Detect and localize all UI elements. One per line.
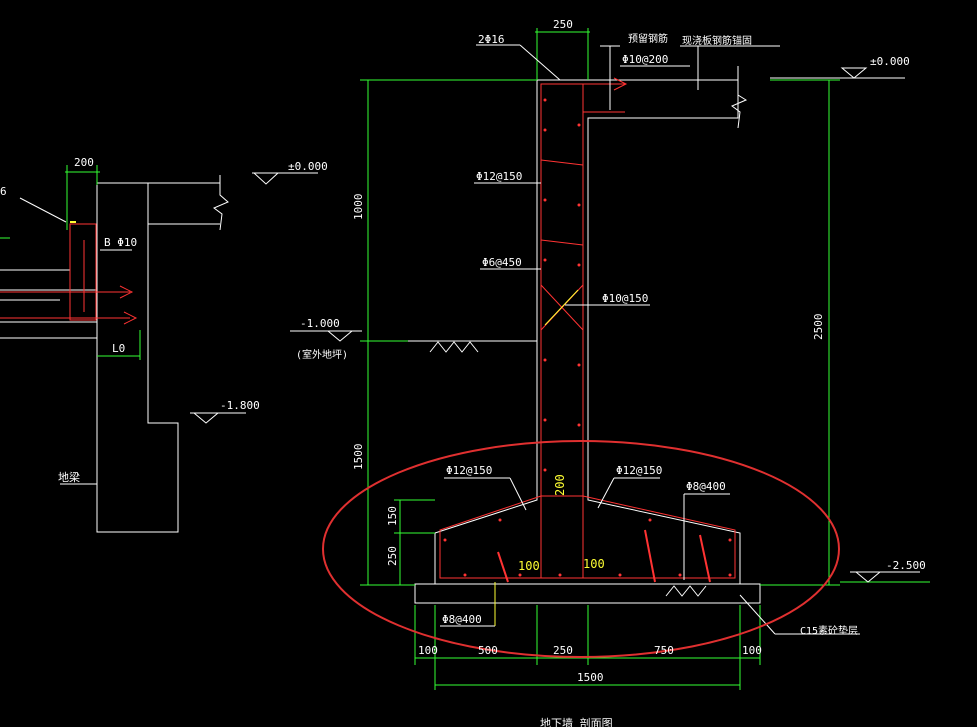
left-elev0-label: ±0.000 — [288, 160, 328, 173]
wall-footing-outline — [434, 79, 741, 585]
left-b-label: B Φ10 — [104, 236, 137, 249]
left-beam-label: 地梁 — [58, 470, 80, 484]
dim-1000: 1000 — [352, 194, 365, 221]
label-phi12-right: Φ12@150 — [616, 464, 662, 477]
label-c15: C15素砼垫层 — [800, 624, 858, 637]
main-labels: 250 2Φ16 预留钢筋 现浇板钢筋锚固 Φ10@200 ±0.000 Φ12… — [296, 18, 926, 727]
label-2phi16: 2Φ16 — [478, 33, 505, 46]
footing-tie-1 — [497, 551, 509, 583]
slab-break-symbol — [731, 66, 748, 129]
ground-hatch-2 — [665, 585, 707, 597]
left-elev180-label: -1.800 — [220, 399, 260, 412]
rebar-dots — [443, 98, 732, 577]
footing-rebar — [439, 495, 736, 579]
rebar-arrow — [613, 77, 628, 91]
leader-phi12-left — [509, 477, 527, 511]
leader-c15 — [739, 594, 776, 635]
elev2500-mark — [855, 571, 881, 583]
left-l0-label: L0 — [112, 342, 125, 355]
drawing-title: 地下墙 剖面图 — [540, 716, 613, 727]
left-elev0-mark — [253, 172, 279, 185]
label-note2: 现浇板钢筋锚固 — [682, 34, 752, 47]
footing-tie-2 — [644, 529, 656, 583]
left-labels: 200 6 ±0.000 B Φ10 L0 -1.800 地梁 — [0, 156, 328, 484]
label-note1: 预留钢筋 — [628, 32, 668, 45]
label-outdoor-ground: (室外地坪) — [296, 348, 348, 361]
ground-hatch — [429, 341, 479, 353]
callout-ellipse — [322, 440, 840, 658]
label-elev0: ±0.000 — [870, 55, 910, 68]
label-elev2500: -2.500 — [886, 559, 926, 572]
left-break-symbol — [213, 175, 229, 231]
elev100-mark — [327, 330, 353, 342]
footing-tie-3 — [699, 534, 711, 583]
label-phi12-wall: Φ12@150 — [476, 170, 522, 183]
label-phi6-450: Φ6@450 — [482, 256, 522, 269]
left-detail — [0, 165, 318, 533]
left-rebar-arrow-2 — [123, 311, 138, 325]
left-elev180-mark — [193, 412, 219, 424]
wall-rebar-cage — [540, 83, 584, 497]
dim-bottom-100-a: 100 — [418, 644, 438, 657]
main-section — [290, 28, 930, 690]
dim-bottom-500: 500 — [478, 644, 498, 657]
label-elev100: -1.000 — [300, 317, 340, 330]
dim-bottom-100-b: 100 — [742, 644, 762, 657]
c15-bedding — [414, 583, 761, 604]
elev0-mark — [840, 67, 868, 79]
label-phi10-150: Φ10@150 — [602, 292, 648, 305]
dim-total-1500: 1500 — [577, 671, 604, 684]
wall-tie-2 — [540, 239, 584, 246]
label-yellow-100-right: 100 — [583, 557, 605, 571]
label-phi8-bottom: Φ8@400 — [442, 613, 482, 626]
label-phi12-left: Φ12@150 — [446, 464, 492, 477]
leader-phi12-right — [597, 477, 615, 509]
left-rebar-cage — [69, 223, 97, 321]
left-leader-1 — [19, 197, 67, 223]
dim-1500-v: 1500 — [352, 444, 365, 471]
label-phi10-200: Φ10@200 — [622, 53, 668, 66]
yellow-cross — [544, 289, 579, 326]
label-yellow-200: 200 — [553, 474, 567, 496]
dim-250-v: 250 — [386, 546, 399, 566]
dim-bottom-750: 750 — [654, 644, 674, 657]
leader-2phi16 — [519, 44, 561, 81]
label-phi8-top: Φ8@400 — [686, 480, 726, 493]
left-rebar-6: 6 — [0, 185, 7, 198]
left-dim-200: 200 — [74, 156, 94, 169]
label-yellow-100-left: 100 — [518, 559, 540, 573]
dim-bottom-250: 250 — [553, 644, 573, 657]
dim-2500: 2500 — [812, 314, 825, 341]
left-rebar-arrow — [119, 285, 134, 299]
wall-tie-1 — [540, 159, 584, 166]
dim-150: 150 — [386, 506, 399, 526]
dim-top-250: 250 — [553, 18, 573, 31]
